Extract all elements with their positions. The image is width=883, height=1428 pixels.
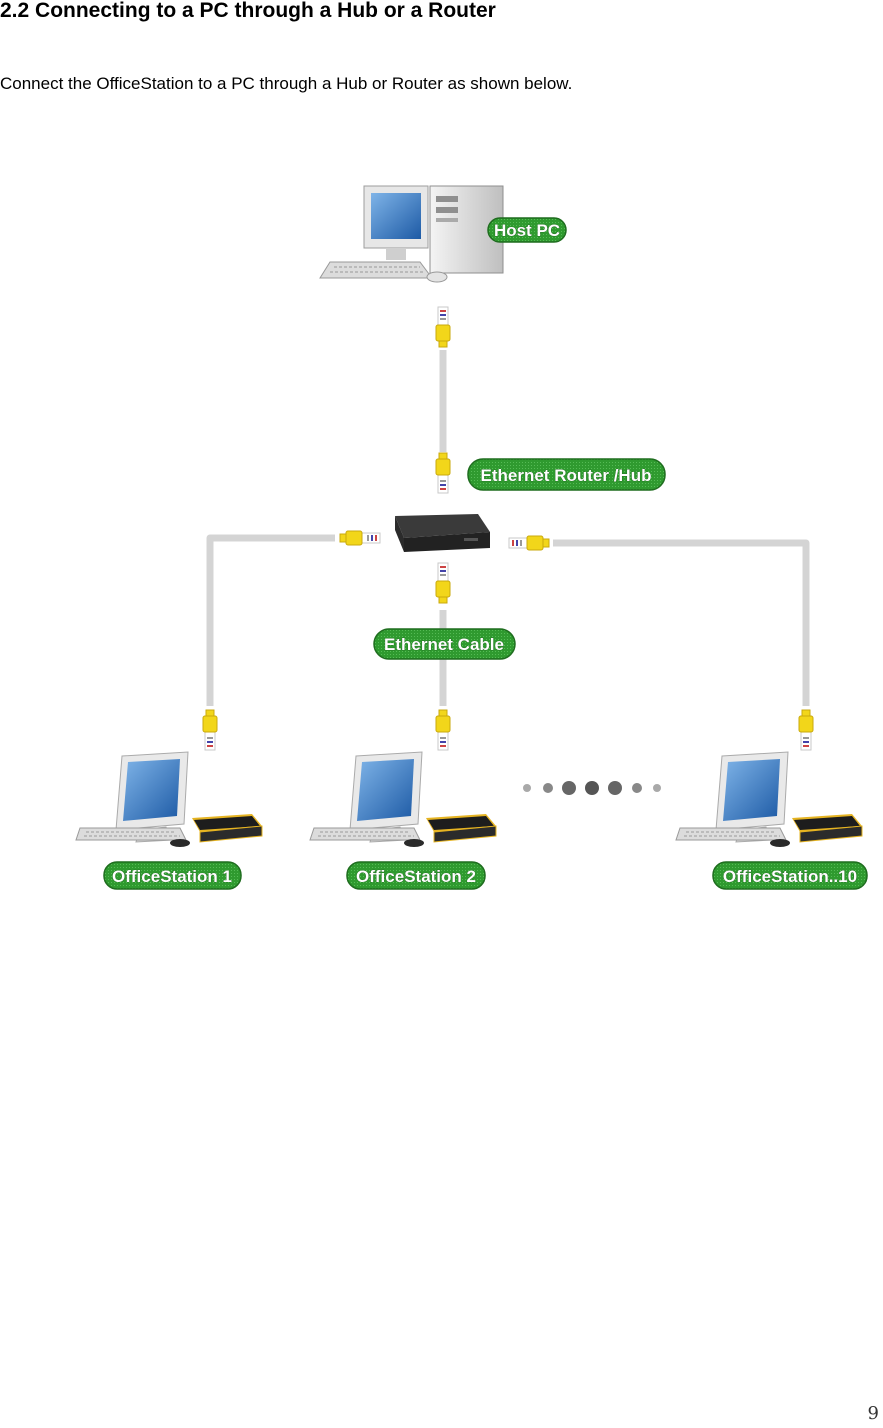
intro-paragraph: Connect the OfficeStation to a PC throug… xyxy=(0,74,573,93)
section-heading: 2.2 Connecting to a PC through a Hub or … xyxy=(0,0,496,22)
rj45-connector-icon xyxy=(435,562,451,604)
rj45-connector-icon xyxy=(435,709,451,751)
host-pc-icon xyxy=(319,185,504,283)
rj45-connector-icon xyxy=(798,709,814,751)
cable-lines xyxy=(206,350,810,706)
rj45-connector-icon xyxy=(435,306,451,348)
rj45-connector-icon xyxy=(508,535,550,551)
ellipsis-dots xyxy=(523,781,661,795)
host-pc-text: Host PC xyxy=(494,221,560,240)
office-station-1-icon xyxy=(75,751,263,848)
ethernet-cable-label: Ethernet Cable xyxy=(373,628,516,660)
station-2-label: OfficeStation 2 xyxy=(346,861,486,890)
network-diagram: Host PC Ethernet Router /Hub Ethernet Ca… xyxy=(75,185,868,890)
ethernet-cable-text: Ethernet Cable xyxy=(384,635,504,654)
office-station-10-icon xyxy=(675,751,863,848)
station-10-label: OfficeStation..10 xyxy=(712,861,868,890)
rj45-connector-icon xyxy=(339,530,381,546)
station-10-text: OfficeStation..10 xyxy=(723,867,857,886)
router-icon xyxy=(395,514,490,552)
station-2-text: OfficeStation 2 xyxy=(356,867,476,886)
office-station-2-icon xyxy=(309,751,497,848)
rj45-connector-icon xyxy=(435,452,451,494)
page-number: 9 xyxy=(867,1403,879,1424)
rj45-connector-icon xyxy=(202,709,218,751)
host-pc-label: Host PC xyxy=(487,217,567,243)
station-1-text: OfficeStation 1 xyxy=(112,867,232,886)
router-hub-text: Ethernet Router /Hub xyxy=(481,466,652,485)
router-label: Ethernet Router /Hub xyxy=(467,458,666,491)
station-1-label: OfficeStation 1 xyxy=(103,861,242,890)
